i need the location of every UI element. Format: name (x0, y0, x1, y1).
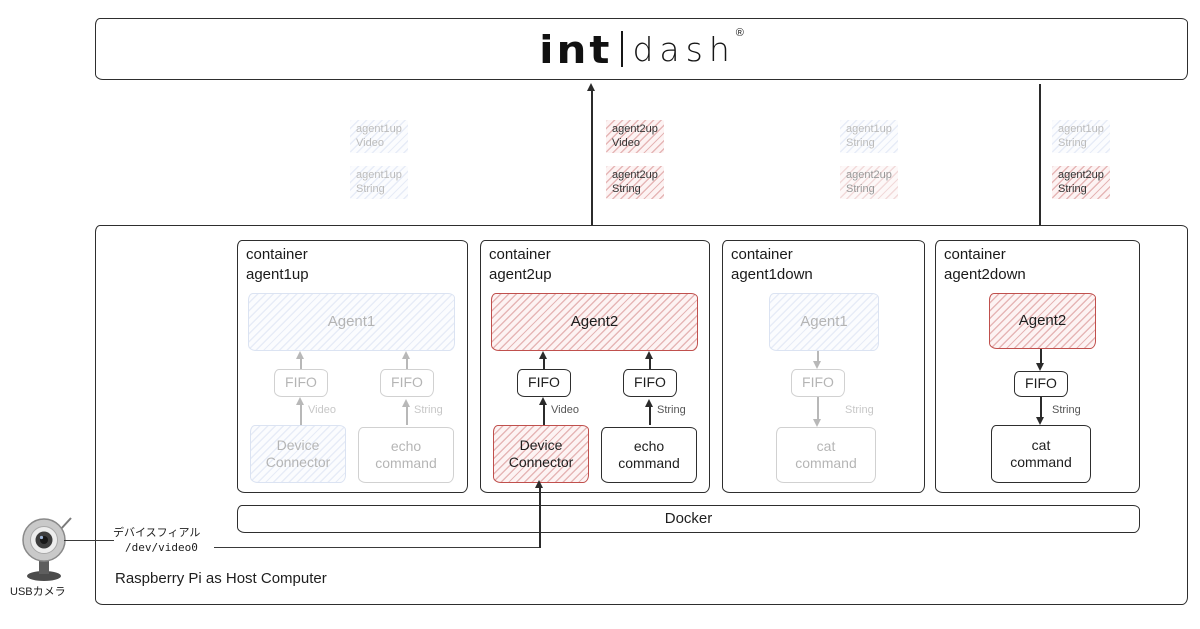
echo-command-box: echo command (601, 427, 697, 483)
stream-agent1up-string-down2: agent1up String (1052, 120, 1110, 153)
stream-type: String (1058, 183, 1087, 196)
cat-command-box: cat command (776, 427, 876, 483)
arrow-fifo-to-agent1 (295, 351, 307, 369)
fifo-box-right: FIFO (380, 369, 434, 397)
stream-name: agent1up (356, 169, 402, 181)
device-file-label: デバイスフィアル /dev/video0 (113, 527, 200, 555)
wire-label-to-container (214, 547, 540, 548)
container-agent1down-content: Agent1 FIFO String cat command (723, 241, 924, 492)
arrow-fifo-to-cat (812, 397, 824, 427)
docker-bar: Docker (237, 505, 1140, 533)
stream-name: agent1up (1058, 123, 1104, 135)
arrow-agent1-to-fifo (812, 351, 824, 369)
usb-camera-icon (22, 517, 72, 581)
device-file-name: デバイスフィアル (113, 527, 201, 539)
stream-agent2up-string-down2: agent2up String (1052, 166, 1110, 199)
agent2-box: Agent2 (989, 293, 1096, 349)
fifo-box-left: FIFO (274, 369, 328, 397)
arrow-fifo-to-agent2 (538, 351, 550, 369)
fifo-box: FIFO (791, 369, 845, 397)
container-agent2down: container agent2down Agent2 FIFO String … (935, 240, 1140, 493)
intdash-logo-dash: dash (632, 29, 736, 69)
stream-type: String (846, 137, 875, 150)
cat-command-box: cat command (991, 425, 1091, 483)
wire-camera-to-label (64, 540, 114, 541)
arrow-agent2up-to-intdash (586, 83, 598, 292)
host-label: Raspberry Pi as Host Computer (115, 570, 327, 587)
device-connector-box: Device Connector (250, 425, 346, 483)
arrow-echo-to-fifo (401, 399, 413, 425)
fifo-box-right: FIFO (623, 369, 677, 397)
stream-type: String (1058, 137, 1087, 150)
stream-name: agent1up (846, 123, 892, 135)
stream-name: agent1up (356, 123, 402, 135)
stream-agent2up-string: agent2up String (606, 166, 664, 199)
agent2-box: Agent2 (491, 293, 698, 351)
stream-agent2up-video: agent2up Video (606, 120, 664, 153)
string-label: String (845, 404, 874, 416)
arrow-agent2-to-fifo (1035, 349, 1047, 371)
arrow-echo-to-fifo (644, 399, 656, 425)
intdash-logo-int: int (539, 26, 613, 72)
registered-trademark-icon: ® (735, 27, 744, 39)
intdash-box: int dash ® (95, 18, 1188, 80)
string-label: String (414, 404, 443, 416)
container-title: container agent1up (246, 246, 309, 283)
agent1-box: Agent1 (248, 293, 455, 351)
container-agent1down: container agent1down Agent1 FIFO String … (722, 240, 925, 493)
stream-agent1up-string-down1: agent1up String (840, 120, 898, 153)
stream-type: String (356, 183, 385, 196)
stream-name: agent2up (1058, 169, 1104, 181)
string-label: String (657, 404, 686, 416)
container-agent1up-content: Agent1 FIFO FIFO Video String Device Con… (238, 241, 467, 492)
arrow-fifo-to-agent2 (644, 351, 656, 369)
fifo-box: FIFO (1014, 371, 1068, 397)
device-connector-box: Device Connector (493, 425, 589, 483)
intdash-logo: int dash ® (96, 19, 1187, 79)
stream-name: agent2up (612, 123, 658, 135)
agent1-box: Agent1 (769, 293, 879, 351)
stream-name: agent2up (612, 169, 658, 181)
stream-agent1up-string: agent1up String (350, 166, 408, 199)
fifo-box-left: FIFO (517, 369, 571, 397)
stream-name: agent2up (846, 169, 892, 181)
container-agent1up: container agent1up Agent1 FIFO FIFO Vide… (237, 240, 468, 493)
arrow-device-to-fifo (538, 397, 550, 425)
device-file-path: /dev/video0 (125, 540, 198, 554)
arrow-device-to-fifo (295, 397, 307, 425)
video-label: Video (308, 404, 336, 416)
stream-agent2up-string-down1: agent2up String (840, 166, 898, 199)
intdash-logo-divider (621, 31, 624, 67)
video-label: Video (551, 404, 579, 416)
usb-camera-label: USBカメラ (10, 586, 66, 598)
container-title: container agent2down (944, 246, 1026, 283)
echo-command-box: echo command (358, 427, 454, 483)
arrow-fifo-to-agent1 (401, 351, 413, 369)
stream-type: String (612, 183, 641, 196)
arrow-devicefile-to-device-connector (534, 480, 546, 548)
stream-type: Video (356, 137, 384, 150)
container-title: container agent2up (489, 246, 552, 283)
stream-type: Video (612, 137, 640, 150)
arrow-fifo-to-cat (1035, 397, 1047, 425)
stream-type: String (846, 183, 875, 196)
stream-agent1up-video: agent1up Video (350, 120, 408, 153)
container-agent2up: container agent2up Agent2 FIFO FIFO Vide… (480, 240, 710, 493)
string-label: String (1052, 404, 1081, 416)
container-title: container agent1down (731, 246, 813, 283)
